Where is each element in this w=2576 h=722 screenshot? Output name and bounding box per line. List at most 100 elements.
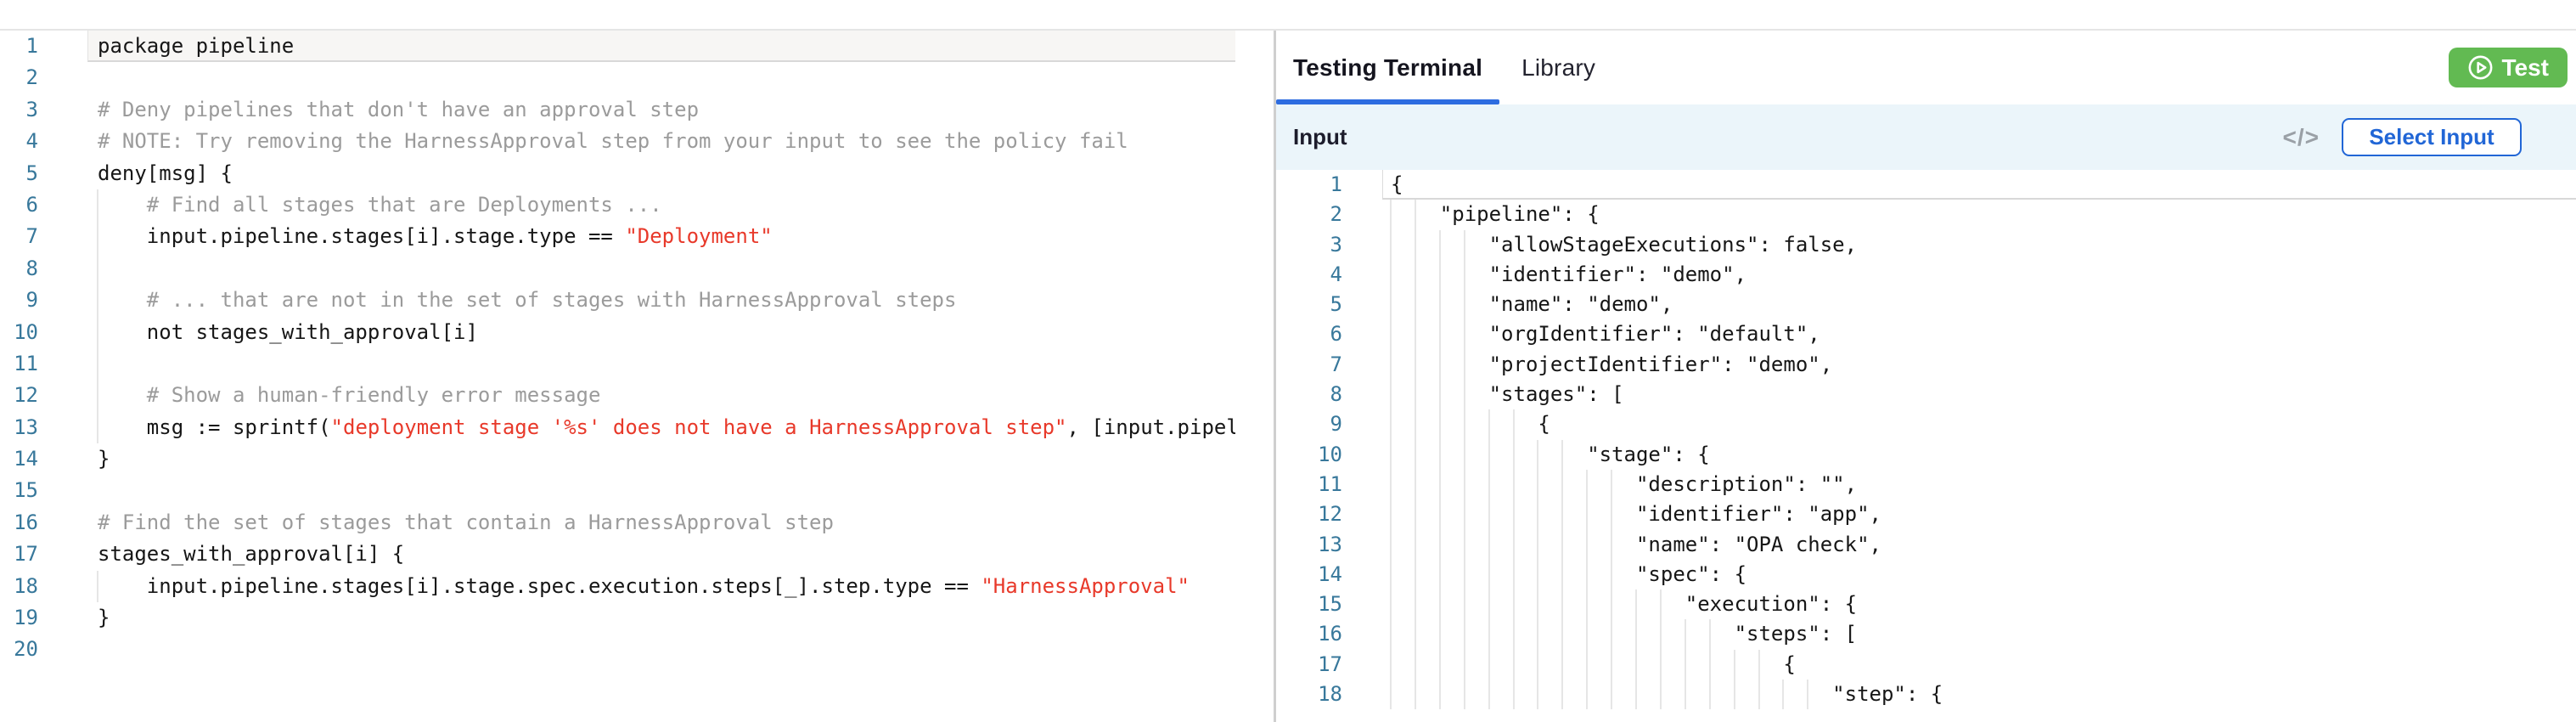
code-line[interactable]: 7 input.pipeline.stages[i].stage.type ==… xyxy=(0,221,1274,253)
code-line-content[interactable] xyxy=(87,634,1235,665)
code-line[interactable]: 6 # Find all stages that are Deployments… xyxy=(0,189,1274,222)
code-line-content[interactable] xyxy=(87,62,1235,93)
code-line-content[interactable]: # Find all stages that are Deployments .… xyxy=(87,189,1235,222)
code-line-content[interactable]: "description": "", xyxy=(1382,469,2576,500)
code-line[interactable]: 6 "orgIdentifier": "default", xyxy=(1276,319,2576,350)
indent-guide xyxy=(1414,619,1416,650)
indent-guide xyxy=(1390,439,1392,470)
code-line-content[interactable]: "pipeline": { xyxy=(1382,200,2576,230)
code-line-content[interactable]: } xyxy=(87,443,1235,475)
code-line[interactable]: 20 xyxy=(0,634,1274,665)
indent-guide xyxy=(1561,439,1564,470)
code-line-content[interactable]: not stages_with_approval[i] xyxy=(87,316,1235,348)
code-line[interactable]: 15 xyxy=(0,475,1274,506)
indent-guide xyxy=(1438,439,1441,470)
test-button[interactable]: Test xyxy=(2448,48,2568,87)
code-line-content[interactable]: "spec": { xyxy=(1382,559,2576,590)
indent-guide xyxy=(1390,229,1392,260)
code-line-content[interactable]: "name": "OPA check", xyxy=(1382,529,2576,560)
indent-guide xyxy=(1488,619,1490,650)
indent-guide xyxy=(1512,409,1515,440)
code-line[interactable]: 11 xyxy=(0,347,1274,381)
code-line[interactable]: 18 input.pipeline.stages[i].stage.spec.e… xyxy=(0,570,1274,603)
code-line-content[interactable]: { xyxy=(1382,170,2576,200)
code-line-content[interactable]: stages_with_approval[i] { xyxy=(87,539,1235,570)
indent-guide xyxy=(1586,619,1589,650)
code-line[interactable]: 16 "steps": [ xyxy=(1276,619,2576,650)
indent-guide xyxy=(1611,680,1613,710)
code-line[interactable]: 1{ xyxy=(1276,170,2576,200)
code-line-content[interactable]: { xyxy=(1382,649,2576,680)
code-line[interactable]: 19} xyxy=(0,602,1274,634)
code-line-content[interactable]: "name": "demo", xyxy=(1382,290,2576,320)
indent-guide xyxy=(1438,319,1441,350)
code-line-content[interactable]: "identifier": "demo", xyxy=(1382,259,2576,290)
code-line[interactable]: 12 "identifier": "app", xyxy=(1276,499,2576,530)
code-line-content[interactable] xyxy=(87,347,1235,381)
code-view-icon[interactable]: </> xyxy=(2282,123,2320,150)
code-line[interactable]: 8 xyxy=(0,252,1274,285)
code-line-content[interactable]: # Find the set of stages that contain a … xyxy=(87,507,1235,539)
code-line-content[interactable]: "stage": { xyxy=(1382,439,2576,470)
indent-guide xyxy=(1758,649,1760,680)
indent-guide xyxy=(97,316,98,348)
code-line-content[interactable]: input.pipeline.stages[i].stage.type == "… xyxy=(87,221,1235,253)
code-line[interactable]: 15 "execution": { xyxy=(1276,589,2576,620)
indent-guide xyxy=(1586,469,1589,500)
code-line-content[interactable]: { xyxy=(1382,409,2576,440)
code-line[interactable]: 13 "name": "OPA check", xyxy=(1276,529,2576,560)
code-line-content[interactable]: msg := sprintf("deployment stage '%s' do… xyxy=(87,411,1235,444)
code-line[interactable]: 12 # Show a human-friendly error message xyxy=(0,380,1274,412)
code-line-content[interactable]: "projectIdentifier": "demo", xyxy=(1382,349,2576,381)
input-json-editor[interactable]: 1{2 "pipeline": {3 "allowStageExecutions… xyxy=(1276,170,2576,722)
code-line[interactable]: 2 xyxy=(0,62,1274,93)
code-line[interactable]: 2 "pipeline": { xyxy=(1276,200,2576,230)
indent-guide xyxy=(1414,680,1416,710)
tab-library[interactable]: Library xyxy=(1499,31,1617,104)
code-line-content[interactable]: # Show a human-friendly error message xyxy=(87,380,1235,412)
code-line[interactable]: 3# Deny pipelines that don't have an app… xyxy=(0,94,1274,126)
tab-testing-terminal[interactable]: Testing Terminal xyxy=(1276,31,1500,104)
code-line[interactable]: 10 not stages_with_approval[i] xyxy=(0,316,1274,348)
code-line-content[interactable]: # NOTE: Try removing the HarnessApproval… xyxy=(87,126,1235,157)
code-line-content[interactable]: deny[msg] { xyxy=(87,158,1235,189)
code-line[interactable]: 13 msg := sprintf("deployment stage '%s'… xyxy=(0,411,1274,444)
code-line[interactable]: 18 "step": { xyxy=(1276,680,2576,710)
select-input-button[interactable]: Select Input xyxy=(2342,118,2522,156)
code-line-content[interactable] xyxy=(87,475,1235,506)
code-line-content[interactable]: # ... that are not in the set of stages … xyxy=(87,285,1235,317)
code-line-content[interactable]: "allowStageExecutions": false, xyxy=(1382,229,2576,260)
code-line-content[interactable]: "stages": [ xyxy=(1382,380,2576,410)
code-line-content[interactable]: } xyxy=(87,602,1235,634)
indent-guide xyxy=(97,252,98,285)
code-line-content[interactable]: # Deny pipelines that don't have an appr… xyxy=(87,94,1235,126)
indent-guide xyxy=(1512,559,1515,590)
code-line[interactable]: 7 "projectIdentifier": "demo", xyxy=(1276,349,2576,381)
code-line[interactable]: 5 "name": "demo", xyxy=(1276,290,2576,320)
code-line[interactable]: 8 "stages": [ xyxy=(1276,380,2576,410)
code-line-content[interactable]: "identifier": "app", xyxy=(1382,499,2576,530)
code-line[interactable]: 4 "identifier": "demo", xyxy=(1276,259,2576,290)
code-line-content[interactable]: "execution": { xyxy=(1382,589,2576,620)
code-line[interactable]: 10 "stage": { xyxy=(1276,439,2576,470)
code-line-content[interactable]: "step": { xyxy=(1382,680,2576,710)
code-line[interactable]: 3 "allowStageExecutions": false, xyxy=(1276,229,2576,260)
code-line[interactable]: 17 { xyxy=(1276,649,2576,680)
code-line[interactable]: 14 "spec": { xyxy=(1276,559,2576,590)
code-line-content[interactable] xyxy=(87,252,1235,285)
code-line-content[interactable]: "orgIdentifier": "default", xyxy=(1382,319,2576,350)
code-line[interactable]: 11 "description": "", xyxy=(1276,469,2576,500)
indent-guide xyxy=(1438,649,1441,680)
code-line-content[interactable]: package pipeline xyxy=(87,31,1235,63)
code-line[interactable]: 4# NOTE: Try removing the HarnessApprova… xyxy=(0,126,1274,157)
code-line[interactable]: 16# Find the set of stages that contain … xyxy=(0,507,1274,539)
code-line[interactable]: 14} xyxy=(0,443,1274,475)
code-line[interactable]: 9 # ... that are not in the set of stage… xyxy=(0,285,1274,317)
code-line[interactable]: 9 { xyxy=(1276,409,2576,440)
code-line-content[interactable]: input.pipeline.stages[i].stage.spec.exec… xyxy=(87,570,1235,603)
code-line-content[interactable]: "steps": [ xyxy=(1382,619,2576,650)
